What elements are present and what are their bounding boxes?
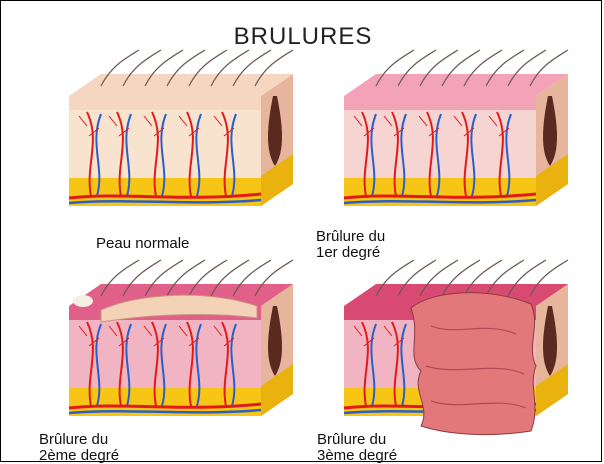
blister [73, 295, 93, 307]
skin-surface [344, 74, 568, 96]
caption-third-degree: Brûlure du 3ème degré [317, 432, 397, 464]
diagram-title: BRULURES [1, 23, 604, 51]
epidermis-layer [344, 96, 536, 110]
skin-block-normal [61, 56, 301, 231]
skin-block-third-degree [336, 266, 576, 441]
skin-block-first-degree [336, 56, 576, 231]
epidermis-layer [69, 96, 261, 110]
caption-first-degree: Brûlure du 1er degré [316, 229, 385, 261]
skin-surface [69, 74, 293, 96]
skin-block-second-degree [61, 266, 301, 441]
caption-second-degree: Brûlure du 2ème degré [39, 432, 119, 464]
caption-normal-skin: Peau normale [96, 236, 189, 252]
charred-tissue [411, 293, 536, 435]
